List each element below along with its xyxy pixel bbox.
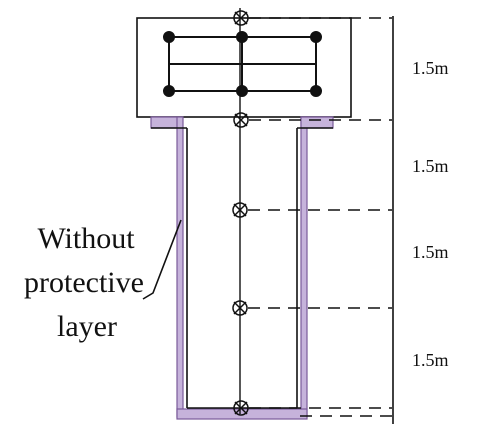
sensor-icon xyxy=(233,400,249,416)
rebar-node xyxy=(236,85,248,97)
rebar-node xyxy=(310,31,322,43)
rebar-node xyxy=(310,85,322,97)
rebar-node xyxy=(163,31,175,43)
dimension-label-1: 1.5m xyxy=(412,58,449,78)
sensor-icon xyxy=(232,202,248,218)
sensors xyxy=(232,10,249,416)
rebar-node xyxy=(236,31,248,43)
rebar-node xyxy=(163,85,175,97)
rebar-grid xyxy=(163,31,322,97)
sensor-icon xyxy=(233,10,249,26)
annotation-line-3: layer xyxy=(57,310,117,343)
dimension-label-2: 1.5m xyxy=(412,156,449,176)
annotation-line-1: Without xyxy=(37,222,135,255)
sensor-icon xyxy=(233,112,249,128)
annotation-line-2: protective xyxy=(24,266,144,299)
dimension-label-4: 1.5m xyxy=(412,350,449,370)
annotation-leader xyxy=(142,219,182,300)
sensor-icon xyxy=(232,300,248,316)
dimension-label-3: 1.5m xyxy=(412,242,449,262)
coating-layer xyxy=(150,116,334,420)
dimension-extension-lines xyxy=(248,17,392,417)
